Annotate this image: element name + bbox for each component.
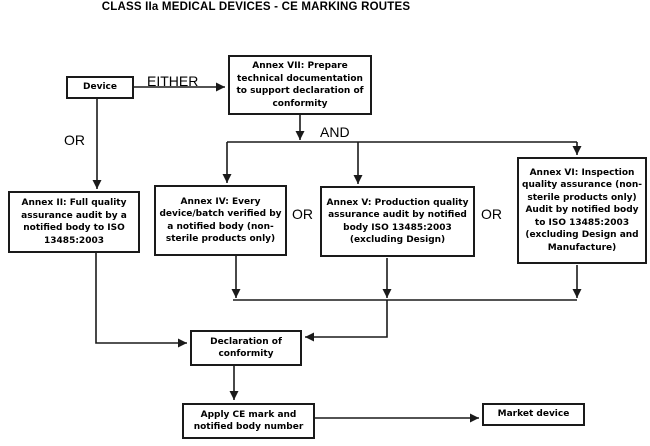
arrow-annex2-to-declaration <box>95 253 187 348</box>
node-apply-ce-mark: Apply CE mark and notified body number <box>182 403 315 439</box>
node-market-device: Market device <box>482 403 585 426</box>
diagram-title: CLASS IIa MEDICAL DEVICES - CE MARKING R… <box>101 1 411 13</box>
edge-label-or-annex5-annex6: OR <box>481 206 502 222</box>
node-annex-iv: Annex IV: Every device/batch verified by… <box>154 185 287 256</box>
node-annex-ii-label: Annex II: Full quality assurance audit b… <box>21 198 127 246</box>
node-apply-ce-mark-label: Apply CE mark and notified body number <box>193 409 304 433</box>
node-annex-ii: Annex II: Full quality assurance audit b… <box>8 191 140 253</box>
node-annex-v: Annex V: Production quality assurance au… <box>320 186 475 257</box>
node-device: Device <box>66 76 134 99</box>
node-market-device-label: Market device <box>497 409 570 420</box>
edge-label-and: AND <box>320 124 350 140</box>
node-annex-iv-label: Annex IV: Every device/batch verified by… <box>159 196 282 245</box>
edge-label-or-device: OR <box>64 132 85 148</box>
node-device-label: Device <box>83 82 117 93</box>
node-annex-vi: Annex VI: Inspection quality assurance (… <box>517 157 647 264</box>
node-declaration-label: Declaration of conformity <box>210 336 282 360</box>
arrow-collector-to-declaration <box>305 300 388 342</box>
edge-label-or-annex4-annex5: OR <box>292 206 313 222</box>
node-annex-v-label: Annex V: Production quality assurance au… <box>326 197 469 246</box>
node-annex-vii: Annex VII: Prepare technical documentati… <box>228 55 372 115</box>
edge-label-either: EITHER <box>147 73 199 89</box>
node-annex-vii-label: Annex VII: Prepare technical documentati… <box>236 61 364 109</box>
node-annex-vi-label: Annex VI: Inspection quality assurance (… <box>522 167 642 253</box>
node-declaration-of-conformity: Declaration of conformity <box>190 330 302 366</box>
